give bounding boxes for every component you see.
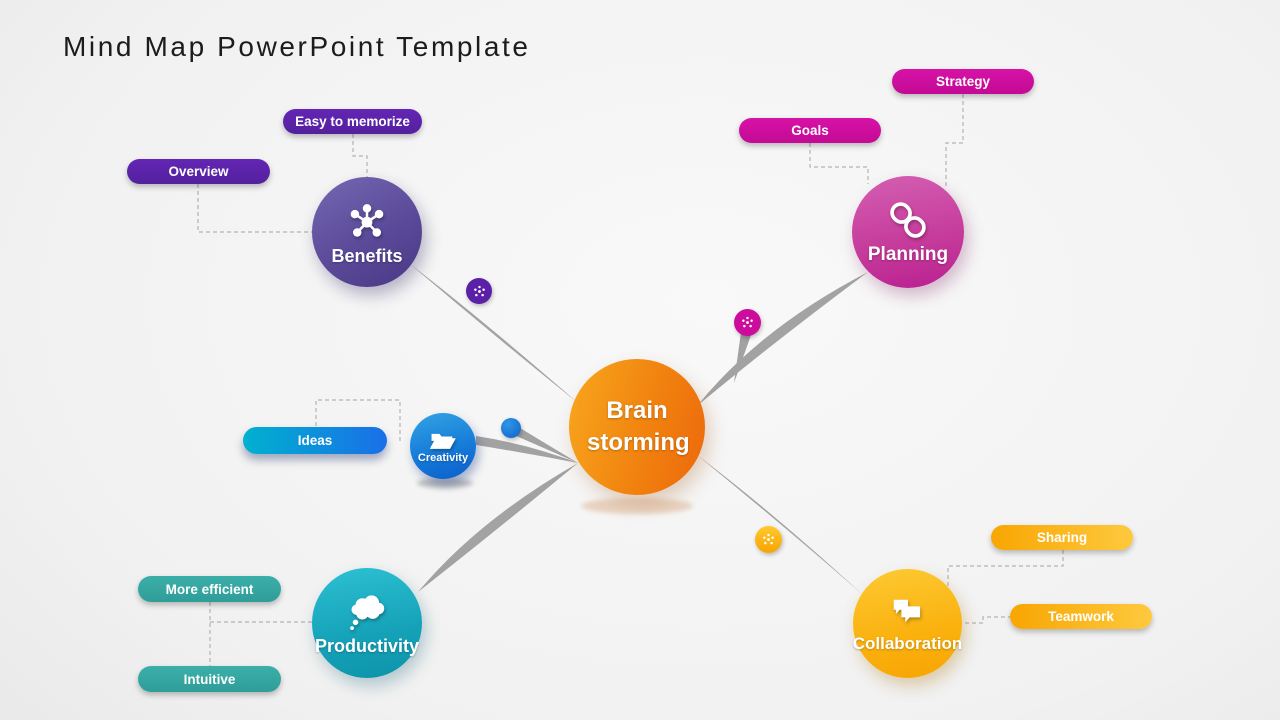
tag-label: More efficient	[165, 581, 254, 597]
tag-label: Ideas	[297, 433, 333, 448]
benefits-branch-dot	[466, 278, 492, 304]
leader-overview	[197, 184, 313, 233]
tag-label: Strategy	[935, 74, 991, 89]
stem-planning-dot	[734, 332, 751, 383]
hub-network-icon	[344, 198, 390, 244]
branch-planning	[697, 272, 868, 406]
node-brainstorming[interactable]: Brain storming	[569, 359, 705, 495]
leader-strategy	[945, 94, 964, 188]
node-creativity-label: Creativity	[417, 452, 469, 464]
page-title: Mind Map PowerPoint Template	[63, 31, 531, 62]
tag-label: Easy to memorize	[295, 114, 410, 129]
branch-productivity	[418, 463, 578, 592]
asterisk-icon	[473, 285, 485, 296]
tag-label: Goals	[791, 123, 829, 138]
creativity-shadow	[417, 478, 473, 488]
chat-bubbles-icon	[886, 594, 930, 632]
asterisk-icon	[742, 316, 753, 328]
node-planning-label: Planning	[867, 244, 949, 265]
node-productivity-label: Productivity	[314, 635, 420, 656]
center-reflection	[581, 498, 693, 514]
node-collaboration-label: Collaboration	[852, 633, 963, 653]
thought-cloud-icon	[344, 590, 390, 634]
stem-creativity-dot	[507, 425, 578, 463]
node-planning[interactable]: Planning	[852, 176, 964, 288]
tag-intuitive[interactable]: Intuitive	[138, 666, 281, 692]
branch-collaboration	[697, 455, 862, 594]
leader-goals	[809, 143, 869, 184]
node-brainstorming-label: Brain storming	[587, 396, 690, 456]
open-folder-icon	[428, 428, 458, 452]
tag-leader-lines	[197, 94, 1064, 666]
node-productivity[interactable]: Productivity	[312, 568, 422, 678]
asterisk-icon	[763, 533, 774, 545]
tag-teamwork[interactable]: Teamwork	[1010, 604, 1152, 629]
planning-branch-dot	[734, 309, 761, 336]
node-benefits[interactable]: Benefits	[312, 177, 422, 287]
node-collaboration[interactable]: Collaboration	[853, 569, 962, 678]
tag-overview[interactable]: Overview	[127, 159, 270, 184]
node-creativity[interactable]: Creativity	[410, 413, 476, 479]
collaboration-branch-dot	[755, 526, 782, 553]
tag-label: Teamwork	[1048, 609, 1114, 624]
tag-sharing[interactable]: Sharing	[991, 525, 1133, 550]
tag-more-efficient[interactable]: More efficient	[138, 576, 281, 602]
branch-creativity	[476, 436, 578, 463]
tag-strategy[interactable]: Strategy	[892, 69, 1034, 94]
tag-label: Sharing	[1036, 530, 1088, 545]
tag-label: Overview	[168, 164, 229, 179]
tag-goals[interactable]: Goals	[739, 118, 881, 143]
leader-sharing	[947, 550, 1064, 587]
tag-easy-to-memorize[interactable]: Easy to memorize	[283, 109, 422, 134]
tag-label: Intuitive	[183, 671, 236, 687]
creativity-branch-dot	[501, 418, 521, 438]
leader-easy-to-memorize	[352, 134, 368, 179]
chain-link-icon	[886, 198, 930, 242]
node-benefits-label: Benefits	[331, 245, 403, 266]
leader-teamwork	[964, 616, 1012, 624]
tag-ideas[interactable]: Ideas	[243, 427, 387, 454]
branch-connectors	[410, 264, 868, 594]
branch-benefits	[410, 264, 578, 403]
